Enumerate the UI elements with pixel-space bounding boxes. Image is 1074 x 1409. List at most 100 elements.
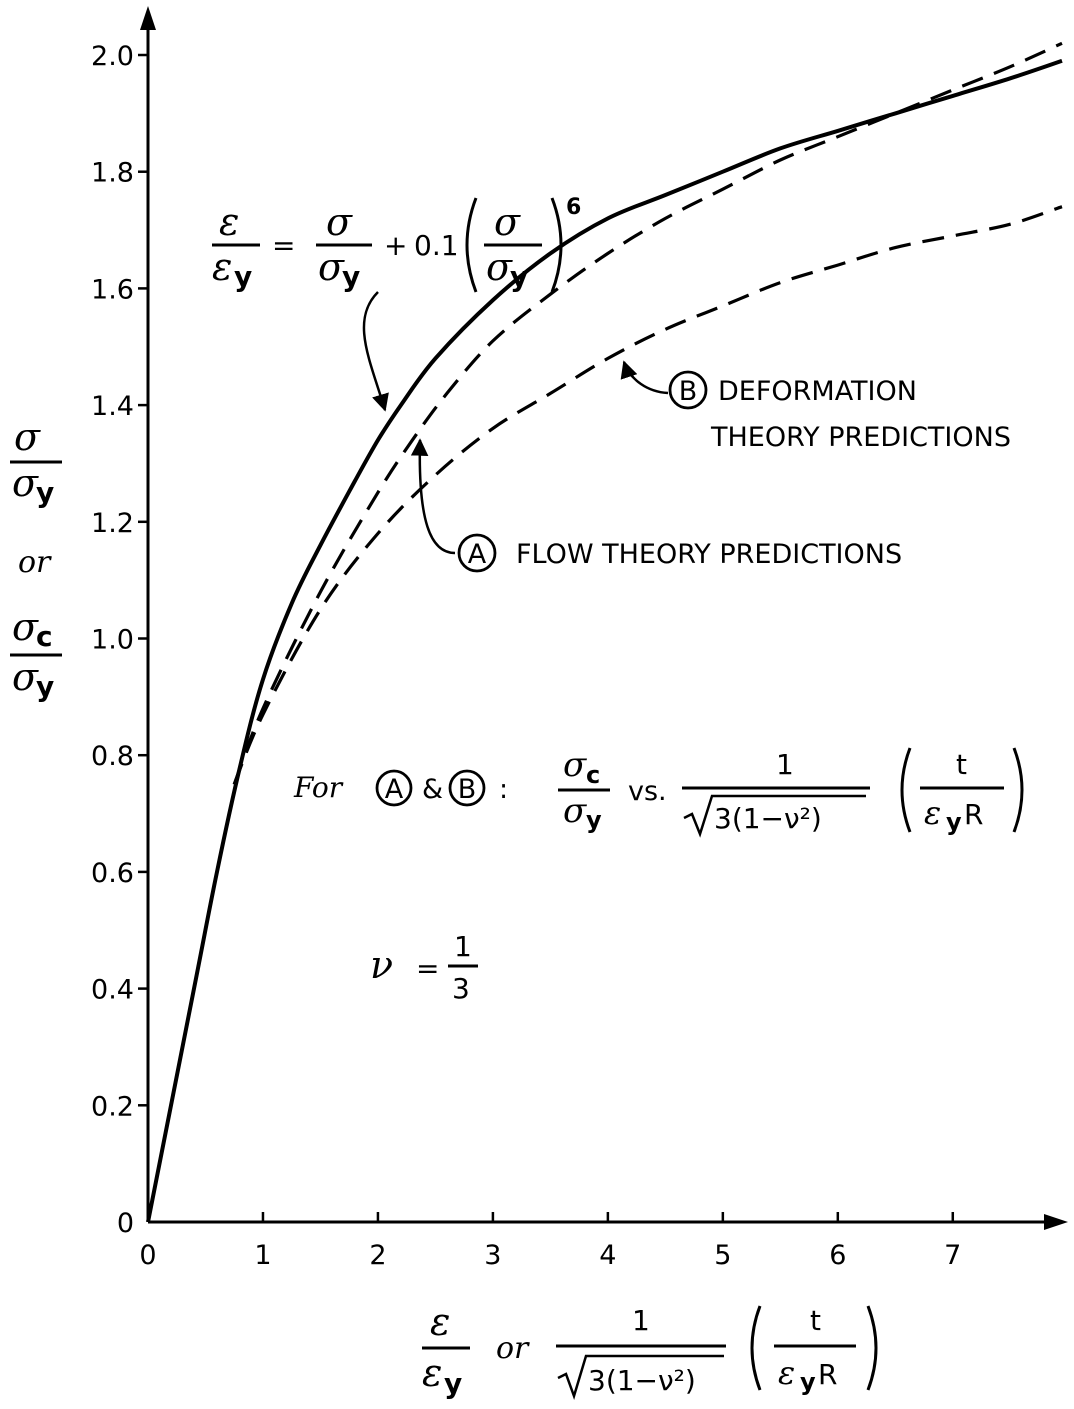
for-eps-sub: y (946, 808, 962, 836)
eq-pointer-arrow (362, 291, 389, 412)
ylabel-sigma-den: σ (12, 461, 39, 505)
for-colon: : (499, 774, 508, 805)
for-sigma-num: σ (563, 745, 587, 785)
y-tick-label: 0.4 (91, 975, 134, 1006)
deformation-letter: B (679, 376, 698, 407)
equation-annotation: ε ε y = σ σ y + 0.1 σ σ y 6 (212, 195, 581, 412)
axes (140, 6, 1068, 1230)
for-t: t (956, 748, 967, 781)
for-word: For (293, 771, 344, 804)
x-tick-label: 4 (599, 1240, 616, 1271)
xlabel-sqrt-sign (557, 1354, 724, 1400)
x-tick-label: 1 (254, 1240, 271, 1271)
nu-equals: = (416, 952, 439, 985)
xlabel-or: or (496, 1331, 530, 1366)
ylabel-sigma-den-sub: y (36, 476, 54, 509)
x-tick-label: 2 (369, 1240, 386, 1271)
x-tick-label: 5 (714, 1240, 731, 1271)
x-tick-label: 7 (944, 1240, 961, 1271)
nu-symbol: ν (370, 943, 393, 987)
nu-three: 3 (452, 972, 470, 1005)
x-axis-arrow (1044, 1214, 1068, 1230)
for-sigma-num-sub: c (586, 761, 600, 789)
y-tick-label: 0.8 (91, 741, 134, 772)
y-tick-label: 2.0 (91, 41, 134, 72)
ylabel-sigma-c-sub: c (36, 620, 53, 653)
ylabel-sigma: σ (14, 415, 41, 459)
x-tick-label: 0 (139, 1240, 156, 1271)
flow-pointer-arrow (410, 438, 456, 555)
eq-sigma-num: σ (326, 200, 353, 244)
y-tick-label: 0 (117, 1208, 134, 1239)
y-ticks: 0 0.2 0.4 0.6 0.8 1.0 1.2 1.4 1.6 1.8 2.0 (91, 41, 148, 1239)
xlabel-R: R (818, 1358, 837, 1391)
xlabel-eps-2-sub: y (800, 1368, 816, 1396)
eq-eps-den-sub: y (234, 260, 252, 293)
series-deformation-theory (232, 205, 1063, 786)
ylabel-sigma-den-2: σ (12, 655, 39, 699)
for-eps: ε (924, 794, 941, 832)
for-paren-right (1012, 747, 1024, 833)
for-sqrt-sign (683, 794, 866, 838)
y-tick-label: 1.8 (91, 158, 134, 189)
eq-sigma-den: σ (318, 245, 345, 289)
for-circle-b (448, 769, 486, 807)
eq-eps-num: ε (219, 200, 239, 244)
eq-sigma-den-sub: y (342, 260, 360, 293)
for-sigma-den: σ (563, 791, 587, 831)
xlabel-eps-2: ε (778, 1354, 795, 1392)
eq-paren-right (550, 197, 563, 293)
deformation-circle (668, 370, 708, 410)
y-tick-label: 1.2 (91, 508, 134, 539)
for-one: 1 (776, 748, 794, 781)
ylabel-or: or (18, 545, 52, 580)
series-group (146, 41, 1063, 1223)
y-axis-arrow (140, 6, 156, 30)
x-ticks: 0 1 2 3 4 5 6 7 (139, 1212, 961, 1271)
for-R: R (964, 798, 983, 831)
x-axis-label: ε ε y or 1 3(1−ν²) t ε y R (422, 1300, 878, 1400)
xlabel-eps-den-sub: y (444, 1367, 462, 1400)
deformation-label-line1: DEFORMATION (718, 376, 917, 407)
eq-sigma-num-2: σ (494, 200, 521, 244)
eq-sigma-den-2: σ (486, 245, 513, 289)
nu-annotation: ν = 1 3 (370, 930, 478, 1005)
ylabel-sigma-c: σ (12, 605, 39, 649)
deformation-annotation: B DEFORMATION THEORY PREDICTIONS (620, 360, 1011, 453)
for-letter-a: A (385, 774, 404, 805)
y-tick-label: 0.2 (91, 1091, 134, 1122)
xlabel-one: 1 (632, 1304, 650, 1337)
for-letter-b: B (458, 774, 477, 805)
deformation-pointer-arrow (620, 360, 669, 395)
for-vs: vs. (628, 776, 667, 807)
series-solid-curve (146, 58, 1063, 1223)
xlabel-eps-den: ε (422, 1351, 442, 1395)
y-tick-label: 1.6 (91, 274, 134, 305)
flow-label: FLOW THEORY PREDICTIONS (516, 539, 902, 570)
eq-eps-den: ε (212, 245, 232, 289)
eq-power: 6 (566, 195, 581, 220)
y-tick-label: 1.0 (91, 625, 134, 656)
eq-plus: + (384, 229, 407, 262)
for-sqrt-body: 3(1−ν²) (714, 802, 822, 835)
for-circle-a (375, 769, 413, 807)
for-paren-left (900, 747, 912, 833)
for-and: & (422, 774, 443, 805)
x-tick-label: 6 (829, 1240, 846, 1271)
eq-equals: = (272, 229, 295, 262)
xlabel-sqrt-body: 3(1−ν²) (588, 1364, 696, 1397)
series-flow-theory (232, 41, 1063, 785)
xlabel-paren-left (750, 1305, 762, 1391)
nu-one: 1 (454, 930, 472, 963)
y-tick-label: 0.6 (91, 858, 134, 889)
flow-circle (457, 533, 497, 573)
xlabel-t: t (810, 1304, 821, 1337)
y-tick-label: 1.4 (91, 391, 134, 422)
x-tick-label: 3 (484, 1240, 501, 1271)
flow-letter: A (468, 539, 487, 570)
flow-annotation: A FLOW THEORY PREDICTIONS (410, 438, 902, 573)
eq-paren-left (465, 197, 478, 293)
for-sigma-den-sub: y (586, 806, 602, 834)
deformation-label-line2: THEORY PREDICTIONS (710, 422, 1011, 453)
